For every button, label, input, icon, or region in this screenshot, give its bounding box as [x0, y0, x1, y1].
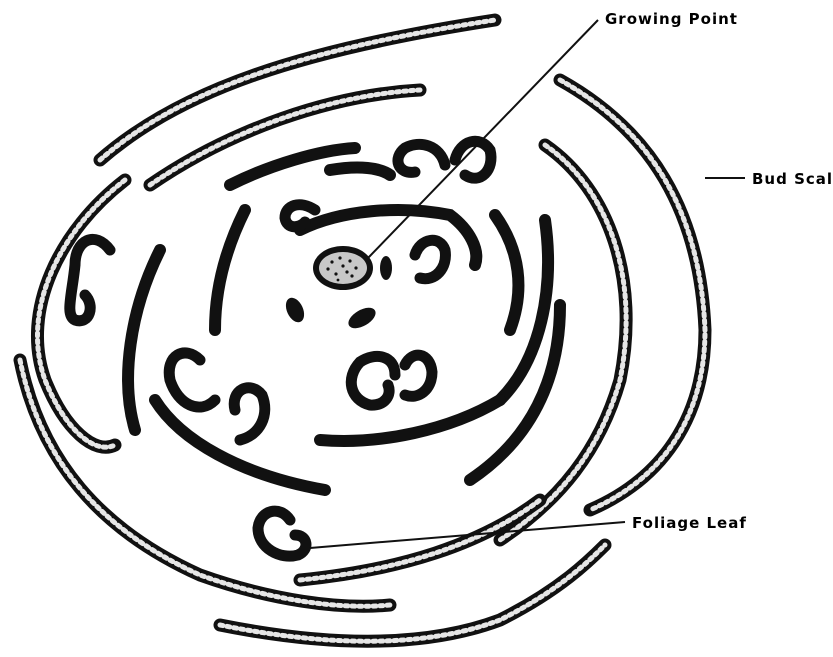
curl-mid-left: [169, 353, 215, 407]
bud-scale-right-outer: [560, 80, 705, 510]
bud-scale-label: Bud Scale: [752, 170, 833, 188]
bud-scale-top: [100, 20, 495, 160]
growing-point-label: Growing Point: [605, 10, 738, 28]
growing-point: [313, 246, 373, 290]
curl-mid-right: [351, 356, 395, 405]
curl-left: [70, 239, 110, 320]
foliage-leaf-label: Foliage Leaf: [632, 514, 747, 532]
growing-point-leader: [368, 20, 598, 258]
leaf-arc-10: [330, 168, 390, 175]
curl-bottom: [258, 511, 306, 556]
curl-top: [398, 141, 491, 178]
leaf-arc-2: [215, 210, 245, 330]
curl-center-right: [415, 240, 445, 278]
bud-scale-left: [37, 180, 125, 447]
leaf-arc-6: [495, 215, 518, 330]
primordium-2: [345, 304, 379, 333]
bud-scales: [20, 20, 705, 641]
curl-mid-left-2: [234, 388, 265, 440]
growing-point-fill: [319, 252, 367, 284]
primordium-1: [282, 295, 307, 325]
primordium-3: [380, 256, 392, 280]
curl-mid-right-2: [405, 355, 432, 396]
leaf-arc-8: [320, 400, 500, 441]
foliage-leaves: [128, 148, 560, 490]
